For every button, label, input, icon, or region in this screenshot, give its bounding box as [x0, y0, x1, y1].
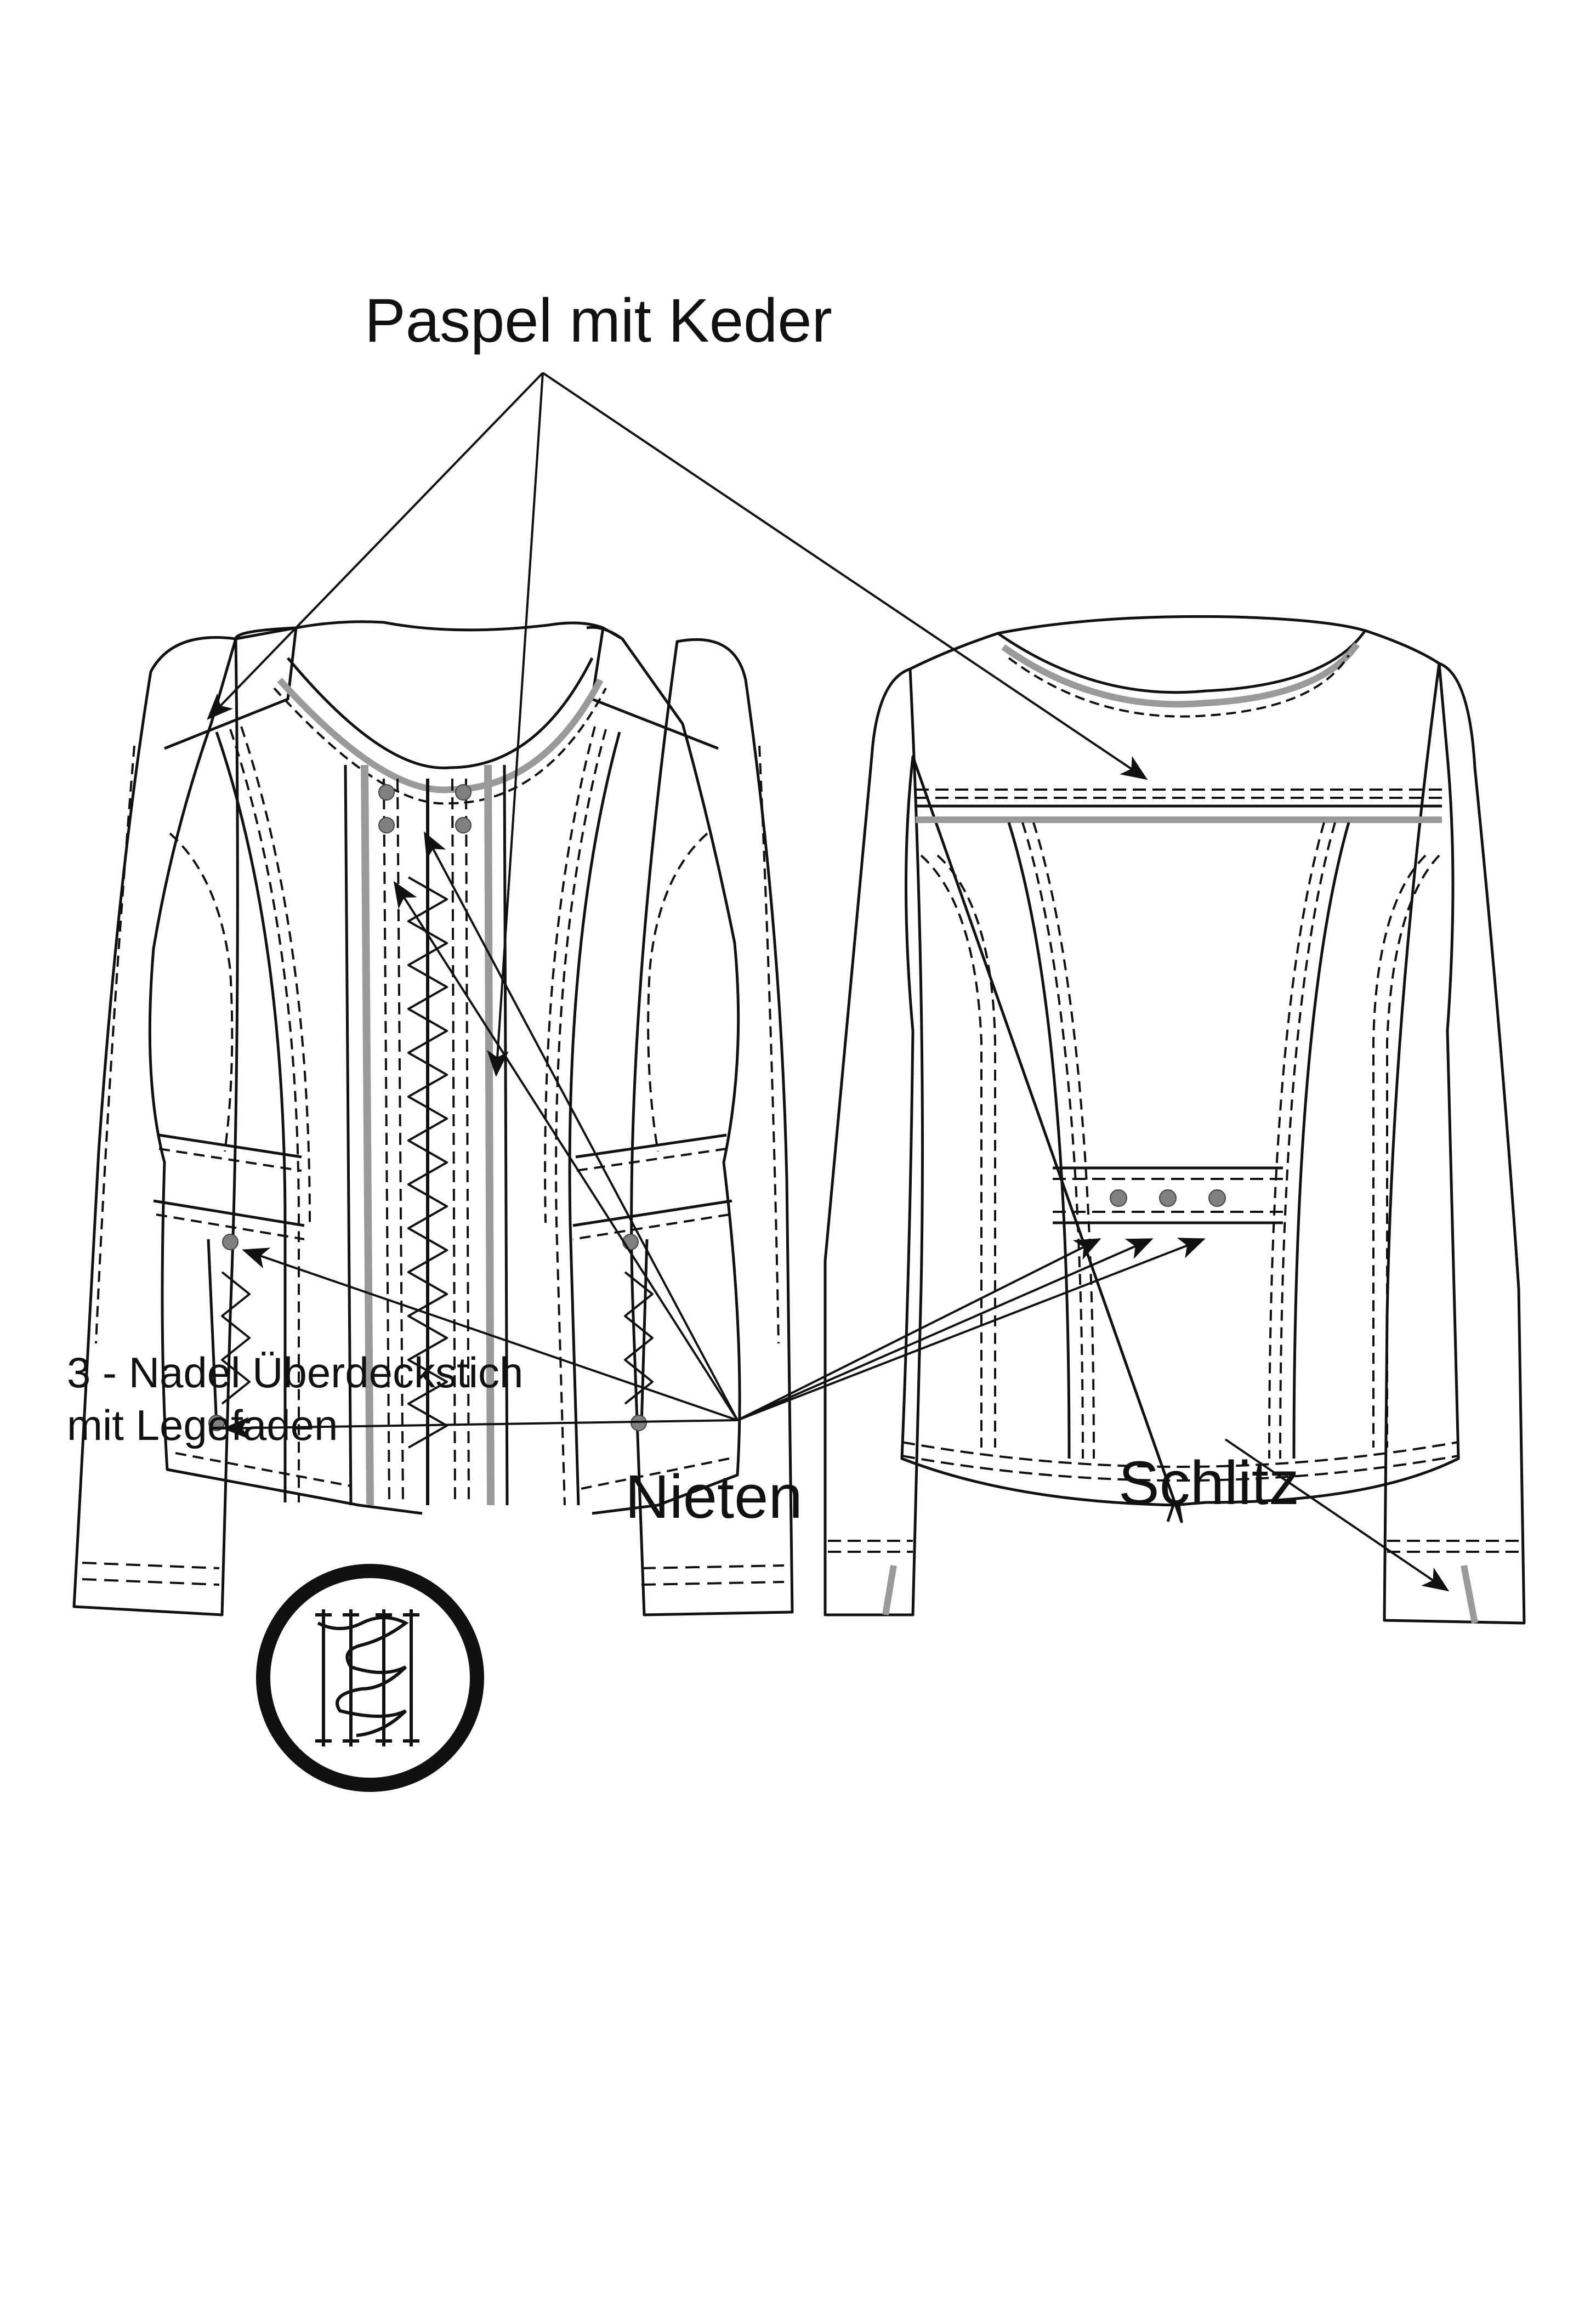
front-left-sleeve: [72, 636, 239, 1616]
back-body-outline: [900, 615, 1460, 1523]
back-left-sleeve: [823, 667, 924, 1616]
nieten-leader-lines: [223, 831, 1206, 1439]
back-right-sleeve: [1383, 662, 1526, 1625]
nieten-label: Nieten: [625, 1462, 803, 1531]
schlitz-leader-line: [1224, 1438, 1450, 1592]
front-left-zip-pocket: [207, 1239, 218, 1426]
rivet: [1208, 1189, 1226, 1207]
back-left-princess-seam: [1007, 822, 1071, 1459]
front-neckline-outer: [296, 620, 604, 632]
coverstitch-label-line2: mit Legefaden: [67, 1401, 338, 1449]
rivet: [222, 1234, 238, 1250]
back-waist-tab: [1053, 1166, 1283, 1224]
rivet: [1110, 1189, 1127, 1207]
front-waist-seam-left: [153, 1133, 305, 1227]
front-right-yoke: [590, 626, 719, 750]
front-body-outline: [148, 626, 741, 1515]
paspel-leader-lines: [207, 372, 1148, 1077]
front-neckline-inner: [287, 657, 594, 769]
front-neckline-piping: [277, 677, 604, 793]
back-sleeve-slit: [1461, 1564, 1478, 1624]
jacket-front-view: [72, 620, 794, 1616]
back-neckline: [997, 629, 1367, 694]
rivet: [455, 817, 472, 833]
rivet: [378, 817, 395, 833]
back-rivets: [1110, 1189, 1226, 1207]
coverstitch-symbol-icon: [256, 1564, 484, 1792]
rivet: [455, 784, 472, 801]
paspel-label: Paspel mit Keder: [365, 286, 832, 355]
front-waist-seam-right: [572, 1133, 732, 1227]
front-placket-right: [503, 764, 509, 1506]
rivet: [1159, 1189, 1177, 1207]
front-right-sleeve: [630, 638, 794, 1616]
rivet: [622, 1234, 639, 1250]
coverstitch-label-line1: 3 - Nadel Überdeckstich: [67, 1348, 524, 1397]
back-right-princess-seam: [1292, 822, 1350, 1459]
front-placket-left: [344, 764, 353, 1506]
jacket-back-view: [823, 615, 1526, 1625]
coverstitch-label: 3 - Nadel Überdeckstich mit Legefaden: [67, 1346, 523, 1451]
schlitz-label: Schlitz: [1118, 1449, 1299, 1517]
rivet: [378, 784, 395, 801]
